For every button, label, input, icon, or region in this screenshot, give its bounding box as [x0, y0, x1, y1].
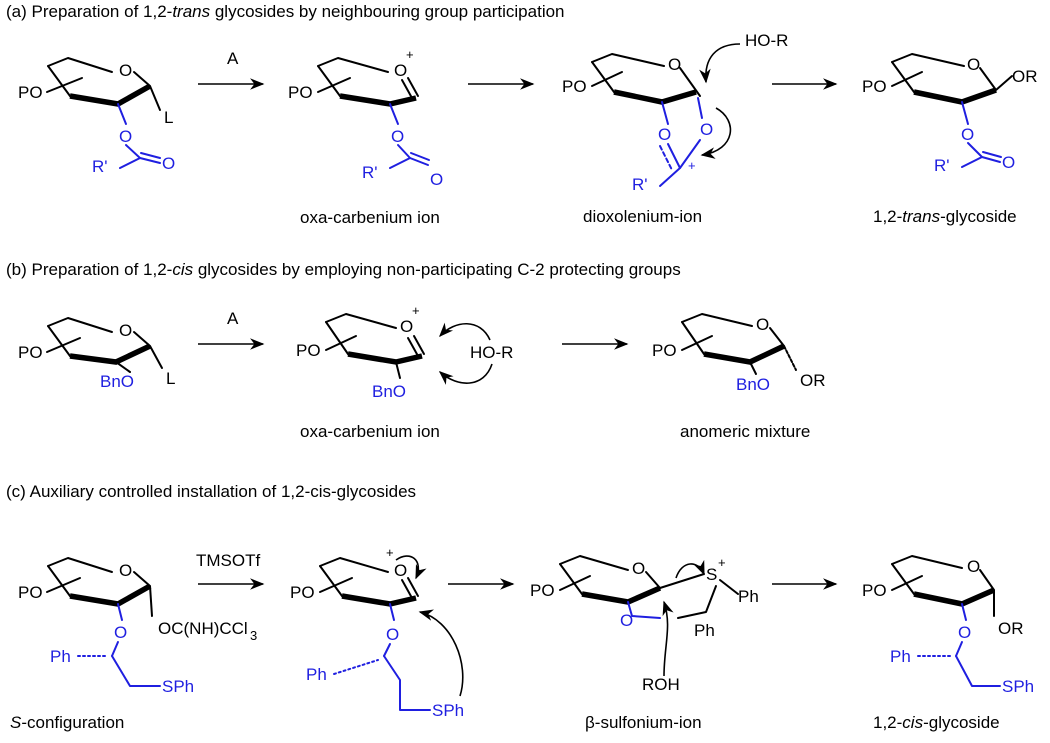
- svg-text:+: +: [412, 303, 420, 318]
- svg-text:O: O: [119, 321, 132, 340]
- svg-text:Ph: Ph: [306, 665, 327, 684]
- section-b-heading: (b) Preparation of 1,2-cis glycosides by…: [6, 260, 681, 279]
- section-a-heading: (a) Preparation of 1,2-trans glycosides …: [6, 2, 565, 21]
- svg-text:O: O: [119, 561, 132, 580]
- svg-text:OR: OR: [998, 619, 1024, 638]
- svg-text:BnO: BnO: [736, 375, 770, 394]
- svg-text:PO: PO: [18, 83, 43, 102]
- a-reagent: A: [227, 49, 239, 68]
- a-dioxolenium: PO O O O + R' HO-R: [562, 31, 788, 194]
- svg-text:SPh: SPh: [1002, 677, 1034, 696]
- svg-text:O: O: [958, 623, 971, 642]
- svg-text:O: O: [162, 154, 175, 173]
- svg-text:3: 3: [250, 628, 257, 643]
- a-trans-glycoside: PO O OR O O R': [862, 53, 1038, 175]
- svg-text:Ph: Ph: [738, 587, 759, 606]
- a-starting-glycoside: PO O L O O R': [18, 57, 175, 176]
- svg-text:BnO: BnO: [372, 382, 406, 401]
- svg-text:O: O: [400, 317, 413, 336]
- c-caption-sulfonium: β-sulfonium-ion: [585, 713, 702, 732]
- svg-text:OC(NH)CCl: OC(NH)CCl: [158, 619, 248, 638]
- svg-text:O: O: [394, 561, 407, 580]
- svg-text:O: O: [756, 315, 769, 334]
- b-anomeric-mixture: PO O BnO OR: [652, 313, 826, 394]
- a-caption-trans-glycoside: 1,2-trans-glycoside: [873, 207, 1017, 226]
- svg-text:R': R': [92, 157, 108, 176]
- b-caption-oxacarbenium: oxa-carbenium ion: [300, 422, 440, 441]
- b-caption-anomeric-mixture: anomeric mixture: [680, 422, 810, 441]
- svg-text:PO: PO: [18, 343, 43, 362]
- a-oxacarbenium: PO O + O O R': [288, 47, 443, 189]
- svg-text:+: +: [688, 158, 696, 173]
- svg-text:OR: OR: [1012, 67, 1038, 86]
- c-caption-configuration: S-configuration: [10, 713, 124, 732]
- svg-text:SPh: SPh: [162, 677, 194, 696]
- c-oxacarbenium: PO O + O Ph SPh: [290, 545, 464, 720]
- svg-text:Ph: Ph: [890, 647, 911, 666]
- svg-text:PO: PO: [530, 581, 555, 600]
- svg-text:O: O: [700, 120, 713, 139]
- svg-text:PO: PO: [18, 583, 43, 602]
- svg-text:O: O: [119, 61, 132, 80]
- svg-text:O: O: [391, 127, 404, 146]
- b-starting-glycoside: PO O BnO L: [18, 317, 175, 391]
- svg-text:BnO: BnO: [100, 372, 134, 391]
- svg-text:PO: PO: [652, 341, 677, 360]
- c-starting-donor: PO O OC(NH)CCl 3 O Ph SPh: [18, 557, 257, 696]
- b-oxacarbenium: PO O + BnO HO-R: [296, 303, 513, 401]
- c-cis-glycoside: PO O OR O Ph SPh: [862, 555, 1034, 696]
- svg-text:PO: PO: [296, 341, 321, 360]
- svg-text:Ph: Ph: [694, 621, 715, 640]
- svg-text:OR: OR: [800, 371, 826, 390]
- svg-text:+: +: [386, 545, 394, 560]
- c-reagent: TMSOTf: [196, 551, 260, 570]
- svg-text:PO: PO: [862, 581, 887, 600]
- svg-text:O: O: [386, 625, 399, 644]
- svg-text:O: O: [119, 127, 132, 146]
- svg-text:O: O: [961, 125, 974, 144]
- svg-text:PO: PO: [288, 83, 313, 102]
- svg-text:PO: PO: [562, 77, 587, 96]
- c-sulfonium: PO O O S + Ph Ph ROH: [530, 555, 759, 694]
- svg-text:O: O: [430, 170, 443, 189]
- svg-text:R': R': [362, 163, 378, 182]
- svg-text:O: O: [1002, 153, 1015, 172]
- svg-text:R': R': [934, 156, 950, 175]
- svg-text:L: L: [166, 369, 175, 388]
- svg-text:PO: PO: [862, 77, 887, 96]
- svg-text:O: O: [668, 55, 681, 74]
- svg-text:O: O: [394, 61, 407, 80]
- svg-text:SPh: SPh: [432, 701, 464, 720]
- svg-text:+: +: [718, 555, 726, 570]
- a-caption-dioxolenium: dioxolenium-ion: [583, 207, 702, 226]
- svg-text:HO-R: HO-R: [470, 343, 513, 362]
- svg-text:O: O: [114, 623, 127, 642]
- svg-text:ROH: ROH: [642, 675, 680, 694]
- svg-text:Ph: Ph: [50, 647, 71, 666]
- svg-text:L: L: [164, 108, 173, 127]
- svg-text:O: O: [620, 611, 633, 630]
- svg-text:HO-R: HO-R: [745, 31, 788, 50]
- b-reagent: A: [227, 309, 239, 328]
- svg-text:PO: PO: [290, 583, 315, 602]
- svg-text:+: +: [406, 47, 414, 62]
- svg-text:O: O: [967, 557, 980, 576]
- svg-text:O: O: [632, 559, 645, 578]
- c-caption-cis-glycoside: 1,2-cis-glycoside: [873, 713, 1000, 732]
- a-caption-oxacarbenium: oxa-carbenium ion: [300, 208, 440, 227]
- svg-text:O: O: [658, 125, 671, 144]
- svg-text:R': R': [632, 175, 648, 194]
- svg-text:O: O: [967, 55, 980, 74]
- svg-text:S: S: [706, 565, 717, 584]
- section-c-heading: (c) Auxiliary controlled installation of…: [6, 482, 416, 501]
